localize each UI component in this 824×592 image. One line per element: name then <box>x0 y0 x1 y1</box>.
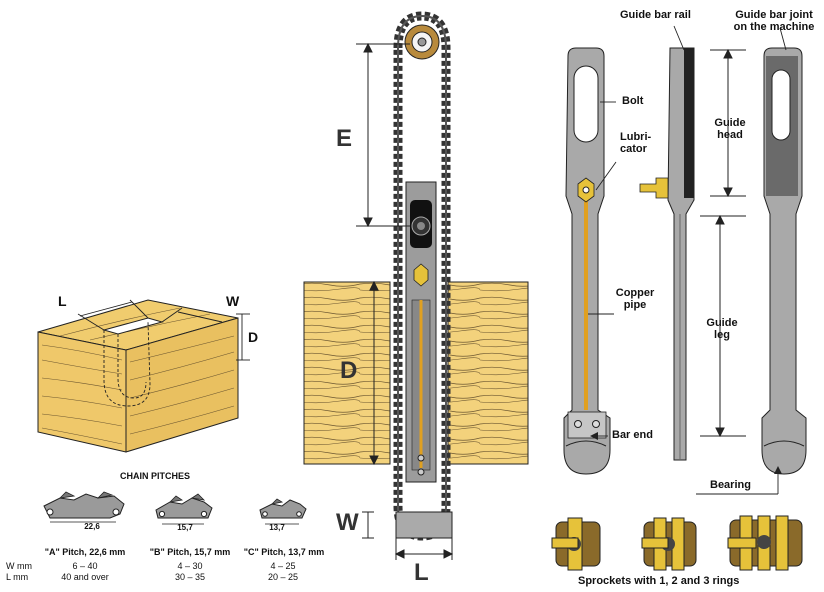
dimension-l-label: L <box>414 559 429 586</box>
pitch-a-gauge: 22,6 <box>84 522 100 531</box>
chain-mortiser-drawing <box>303 11 529 560</box>
bearing-label: Bearing <box>710 479 751 491</box>
sprocket-one-ring <box>551 517 601 571</box>
guide-head-label: Guide head <box>714 117 746 141</box>
guide-bar-joint-label: Guide bar joint on the machine <box>733 9 815 33</box>
guide-bar-drawing <box>563 25 807 495</box>
sprocket-three-rings <box>727 515 803 571</box>
pitch-c-l-range: 20 – 25 <box>267 572 299 582</box>
pitch-b-w-range: 4 – 30 <box>177 561 203 571</box>
guide-bar-rail-label: Guide bar rail <box>620 9 691 21</box>
pitch-a-name: "A" Pitch, 22,6 mm <box>44 547 126 557</box>
pitch-a-w-range: 6 – 40 <box>72 561 98 571</box>
bar-end-label: Bar end <box>612 429 653 441</box>
row-label-l: L mm <box>6 572 29 582</box>
bolt-label: Bolt <box>622 95 644 107</box>
chain-pitches-heading: CHAIN PITCHES <box>120 471 191 481</box>
sprockets-caption: Sprockets with 1, 2 and 3 rings <box>578 575 740 587</box>
row-label-w: W mm <box>6 561 32 571</box>
copper-pipe-label: Copper pipe <box>615 287 655 311</box>
pitch-b-l-range: 30 – 35 <box>174 572 206 582</box>
block-length-label: L <box>58 293 67 309</box>
chain-link-c <box>259 498 307 525</box>
lubricator-label: Lubri- cator <box>620 131 652 155</box>
pitch-b-name: "B" Pitch, 15,7 mm <box>149 547 231 557</box>
pitch-a-l-range: 40 and over <box>61 572 109 582</box>
pitch-c-gauge: 13,7 <box>269 523 285 532</box>
guide-leg-label: Guide leg <box>706 317 738 341</box>
pitch-c-w-range: 4 – 25 <box>270 561 296 571</box>
dimension-w-label: W <box>336 509 359 536</box>
pitch-c-name: "C" Pitch, 13,7 mm <box>243 547 325 557</box>
chain-link-a <box>43 491 125 523</box>
mortise-block-drawing <box>37 299 250 453</box>
dimension-e-label: E <box>336 125 353 152</box>
block-depth-label: D <box>248 329 259 345</box>
sprocket-two-rings <box>641 517 697 571</box>
dimension-d-label: D <box>340 357 358 384</box>
block-width-label: W <box>226 293 240 309</box>
pitch-b-gauge: 15,7 <box>177 523 193 532</box>
chain-link-b <box>155 493 213 525</box>
